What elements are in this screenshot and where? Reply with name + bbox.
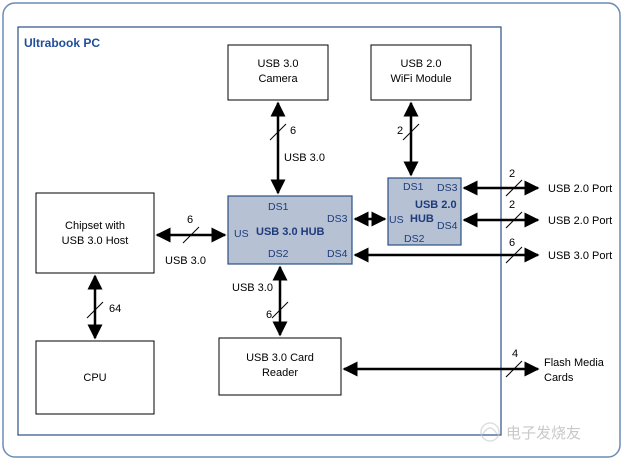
chipset-label-line2: USB 3.0 Host — [62, 235, 129, 247]
usb2-hub-title-line1: USB 2.0 — [415, 199, 457, 211]
usb2-port-2-label: USB 2.0 Port — [548, 215, 612, 227]
flash-media-label-line2: Cards — [544, 372, 574, 384]
usb3-hub-box — [227, 195, 353, 265]
usb3-port-width: 6 — [509, 237, 515, 249]
bus-slash-cpu — [86, 301, 104, 319]
camera-bus-width: 6 — [290, 125, 296, 137]
watermark-text: 电子发烧友 — [506, 424, 581, 442]
bus-slash-wifi — [402, 123, 420, 141]
ultrabook-pc-title: Ultrabook PC — [24, 36, 100, 50]
chipset-bus-width: 6 — [187, 214, 193, 226]
usb2-port-1-width: 2 — [509, 168, 515, 180]
usb3-hub-title: USB 3.0 HUB — [256, 226, 325, 238]
cpu-bus-width: 64 — [109, 303, 121, 315]
cpu-box — [35, 340, 155, 415]
bus-slash-camera — [269, 123, 287, 141]
ultrabook-pc-boundary — [17, 26, 502, 436]
usb3-port-label: USB 3.0 Port — [548, 250, 612, 262]
bus-slash-flash-media — [505, 360, 523, 378]
usb2-hub-us: US — [389, 214, 404, 226]
chipset-bus-label: USB 3.0 — [165, 255, 206, 267]
usb3-hub-ds1: DS1 — [268, 201, 289, 213]
usb2-hub-ds4: DS4 — [437, 220, 458, 232]
flash-media-width: 4 — [512, 348, 518, 360]
bus-slash-card-reader — [271, 301, 289, 319]
card-reader-label-line2: Reader — [262, 367, 298, 379]
chipset-box — [35, 192, 155, 274]
bus-slash-usb2-port-1 — [505, 179, 523, 197]
bus-slash-usb3-port — [505, 246, 523, 264]
usb3-hub-ds3: DS3 — [327, 213, 348, 225]
flash-media-label-line1: Flash Media — [544, 357, 605, 369]
usb2-hub-title-line2: HUB — [410, 213, 434, 225]
camera-label-line2: Camera — [258, 73, 298, 85]
cpu-label: CPU — [83, 372, 106, 384]
wifi-label-line2: WiFi Module — [390, 73, 451, 85]
wifi-label-line1: USB 2.0 — [401, 58, 442, 70]
wifi-bus-width: 2 — [397, 125, 403, 137]
camera-label-line1: USB 3.0 — [258, 58, 299, 70]
bus-slash-usb2-port-2 — [505, 211, 523, 229]
usb3-hub-us: US — [234, 228, 249, 240]
usb3-hub-ds2: DS2 — [268, 248, 289, 260]
card-reader-bus-width: 6 — [266, 309, 272, 321]
usb2-port-1-label: USB 2.0 Port — [548, 183, 612, 195]
usb2-hub-box — [387, 177, 462, 246]
outer-frame — [2, 2, 621, 458]
camera-bus-label: USB 3.0 — [284, 152, 325, 164]
wifi-module-box — [370, 44, 472, 101]
bus-slash-chipset — [182, 226, 200, 244]
usb2-hub-ds3: DS3 — [437, 182, 458, 194]
usb3-hub-ds4: DS4 — [327, 248, 348, 260]
card-reader-box — [218, 337, 342, 396]
usb2-port-2-width: 2 — [509, 199, 515, 211]
usb2-hub-ds2: DS2 — [404, 233, 425, 245]
card-reader-bus-label: USB 3.0 — [232, 282, 273, 294]
chipset-label-line1: Chipset with — [65, 220, 125, 232]
card-reader-label-line1: USB 3.0 Card — [246, 352, 314, 364]
watermark-logo-icon — [480, 422, 500, 442]
camera-box — [227, 44, 329, 101]
usb2-hub-ds1: DS1 — [403, 181, 424, 193]
